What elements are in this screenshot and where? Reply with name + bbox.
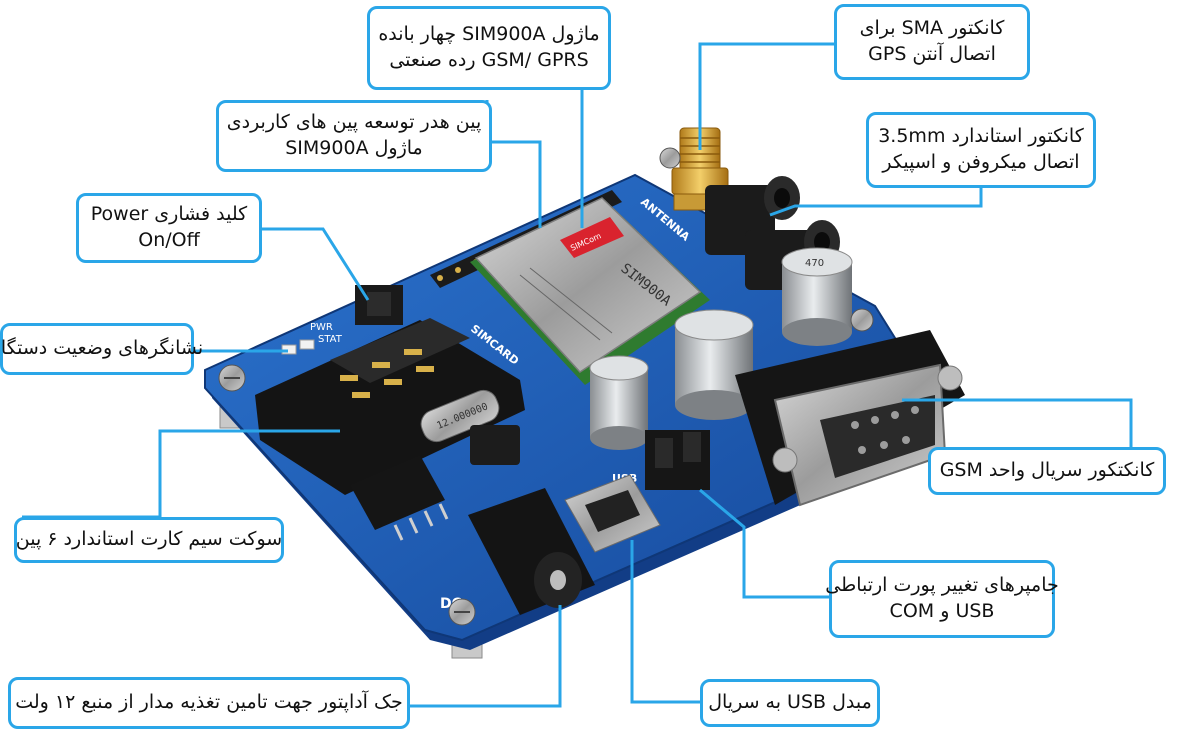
callout-pin-header-line1: پین هدر توسعه پین های کاربردی [226,111,482,134]
callout-dc-line1: جک آداپتور جهت تامین تغذیه مدار از منبع … [15,691,403,714]
callout-pin-header-line2: ماژول SIM900A [285,137,423,159]
callout-sim900a-module: ماژول SIM900A چهار بانده GSM/ GPRS رده ص… [367,6,611,90]
callout-status-line1: نشانگرهای وضعیت دستگاه [0,337,204,360]
callout-sma-connector: کانکتور SMA برای اتصال آنتن GPS [834,4,1030,80]
callout-dc-jack: جک آداپتور جهت تامین تغذیه مدار از منبع … [8,677,410,729]
stat-silk-label: STAT [318,334,343,345]
callout-sma-line1: کانکتور SMA برای [859,17,1005,40]
callout-usb-converter: مبدل USB به سریال [700,679,880,727]
jumper-block: USB [612,430,710,490]
callout-sim900a-line1: ماژول SIM900A چهار بانده [378,23,600,46]
callout-power-key: کلید فشاری Power On/Off [76,193,262,263]
pwr-silk-label: PWR [310,322,333,333]
capacitors: 470 [589,247,853,450]
ics [350,425,520,541]
callout-status-leds: نشانگرهای وضعیت دستگاه [0,323,203,375]
screws [218,147,874,626]
sim-socket: SIMCARD [255,318,525,495]
callout-power-line1: کلید فشاری Power [90,203,248,226]
callout-jumpers-line2: USB و COM [889,600,995,622]
callout-usb-line1: مبدل USB به سریال [708,691,872,714]
callout-port-jumpers: جامپرهای تغییر پورت ارتباطی USB و COM [825,560,1059,638]
sim900a-module: SIMCom SIM900A [470,197,710,385]
callout-audio-line2: اتصال میکروفن و اسپیکر [882,151,1080,173]
callout-serial-connector: کانکتکور سریال واحد GSM [928,447,1166,495]
callout-audio-line1: کانکتور استاندارد 3.5mm [878,125,1084,148]
callout-sim900a-line2: GSM/ GPRS رده صنعتی [389,49,589,71]
callout-sim-socket-line1: سوکت سیم کارت استاندارد ۶ پین [15,528,283,551]
callout-audio-jack: کانکتور استاندارد 3.5mm اتصال میکروفن و … [866,112,1096,188]
callout-power-line2: On/Off [138,229,200,251]
callout-sim-socket: سوکت سیم کارت استاندارد ۶ پین [14,517,284,563]
callout-sma-line2: اتصال آنتن GPS [868,43,996,65]
callout-pin-header: پین هدر توسعه پین های کاربردی ماژول SIM9… [216,100,492,172]
callout-serial-line1: کانکتکور سریال واحد GSM [939,459,1155,482]
cap-value-label: 470 [805,258,824,269]
power-button [355,285,403,325]
mini-usb-port [564,474,661,553]
callout-jumpers-line1: جامپرهای تغییر پورت ارتباطی [825,574,1059,597]
